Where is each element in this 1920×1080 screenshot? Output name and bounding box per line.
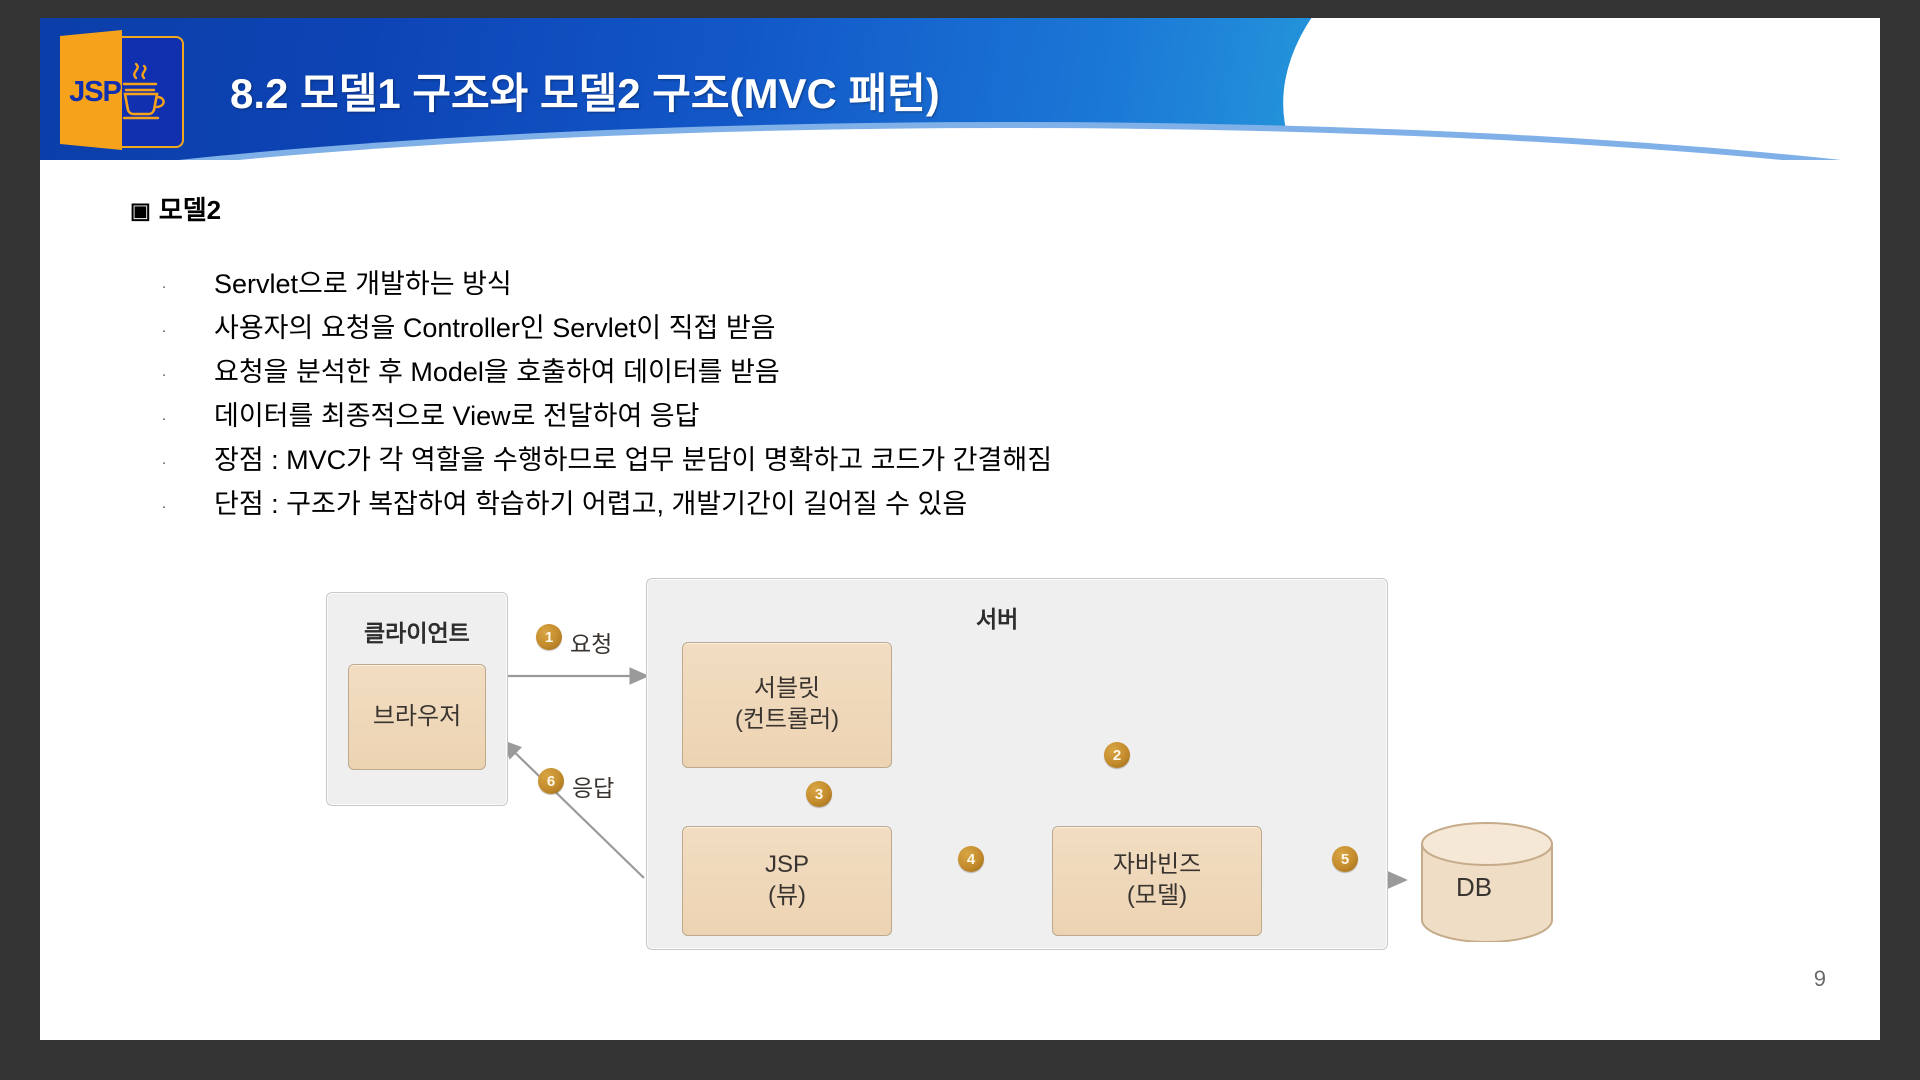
javabeans-label-line2: (모델) <box>1126 882 1188 909</box>
heading-marker-icon: ▣ <box>130 198 151 223</box>
servlet-controller-box: 서블릿 (컨트롤러) <box>682 642 892 768</box>
heading-text: 모델2 <box>158 195 222 225</box>
bullet-text: Servlet으로 개발하는 방식 <box>214 269 512 299</box>
jsp-view-box: JSP (뷰) <box>682 826 892 936</box>
jsp-label-line1: JSP <box>764 851 809 879</box>
mvc-architecture-diagram: 클라이언트 브라우저 서버 서블릿 (컨트롤러) JSP (뷰) 자바빈즈 (모… <box>326 578 1606 978</box>
step-badge-1: 1 <box>536 624 562 650</box>
bullet-marker: . <box>162 451 167 468</box>
page-number: 9 <box>1813 966 1826 991</box>
browser-box: 브라우저 <box>348 664 486 770</box>
bullet-text: 사용자의 요청을 Controller인 Servlet이 직접 받음 <box>214 313 776 343</box>
javabeans-model-box: 자바빈즈 (모델) <box>1052 826 1262 936</box>
slide-canvas: JSP 8.2 모델1 구조와 모델2 구조(MVC 패턴) ▣ 모델2 . Se… <box>40 18 1880 1040</box>
bullet-text: 데이터를 최종적으로 View로 전달하여 응답 <box>214 401 700 431</box>
step-badge-5: 5 <box>1332 846 1358 872</box>
bullet-marker: . <box>162 407 167 424</box>
client-group-label: 클라이언트 <box>364 620 470 646</box>
list-item: . 단점 : 구조가 복잡하여 학습하기 어렵고, 개발기간이 길어질 수 있음 <box>152 484 1052 528</box>
bullet-marker: . <box>162 275 167 292</box>
step-label-1: 요청 <box>570 631 613 657</box>
jsp-logo: JSP <box>60 30 184 150</box>
bullet-marker: . <box>162 495 167 512</box>
list-item: . 데이터를 최종적으로 View로 전달하여 응답 <box>152 396 1052 440</box>
step-badge-6: 6 <box>538 768 564 794</box>
page-title: 8.2 모델1 구조와 모델2 구조(MVC 패턴) <box>230 70 940 117</box>
list-item: . 사용자의 요청을 Controller인 Servlet이 직접 받음 <box>152 308 1052 352</box>
servlet-label-line1: 서블릿 <box>753 675 821 703</box>
logo-orange-panel <box>60 30 122 150</box>
step-label-6: 응답 <box>572 775 615 801</box>
jsp-label-line2: (뷰) <box>767 882 807 909</box>
list-item: . 요청을 분석한 후 Model을 호출하여 데이터를 받음 <box>152 352 1052 396</box>
bullet-marker: . <box>162 363 167 380</box>
server-group-label: 서버 <box>976 606 1019 632</box>
bullet-text: 요청을 분석한 후 Model을 호출하여 데이터를 받음 <box>214 357 780 387</box>
javabeans-label-line1: 자바빈즈 <box>1112 851 1202 879</box>
browser-label: 브라우저 <box>372 702 462 730</box>
bullet-text: 단점 : 구조가 복잡하여 학습하기 어렵고, 개발기간이 길어질 수 있음 <box>214 489 968 519</box>
step-badge-2: 2 <box>1104 742 1130 768</box>
servlet-label-line2: (컨트롤러) <box>734 706 840 733</box>
db-label: DB <box>1456 872 1493 902</box>
list-item: . 장점 : MVC가 각 역할을 수행하므로 업무 분담이 명확하고 코드가 … <box>152 440 1052 484</box>
step-badge-4: 4 <box>958 846 984 872</box>
java-cup-icon <box>122 62 165 120</box>
section-heading: ▣ 모델2 <box>130 190 221 227</box>
step-badge-3: 3 <box>806 781 832 807</box>
bullet-marker: . <box>162 319 167 336</box>
bullet-text: 장점 : MVC가 각 역할을 수행하므로 업무 분담이 명확하고 코드가 간결… <box>214 445 1053 475</box>
list-item: . Servlet으로 개발하는 방식 <box>152 264 1052 308</box>
slide-banner: JSP 8.2 모델1 구조와 모델2 구조(MVC 패턴) <box>40 18 1880 160</box>
logo-label: JSP <box>69 76 122 108</box>
bullet-list: . Servlet으로 개발하는 방식 . 사용자의 요청을 Controlle… <box>152 264 1052 528</box>
database-cylinder <box>1421 822 1553 942</box>
